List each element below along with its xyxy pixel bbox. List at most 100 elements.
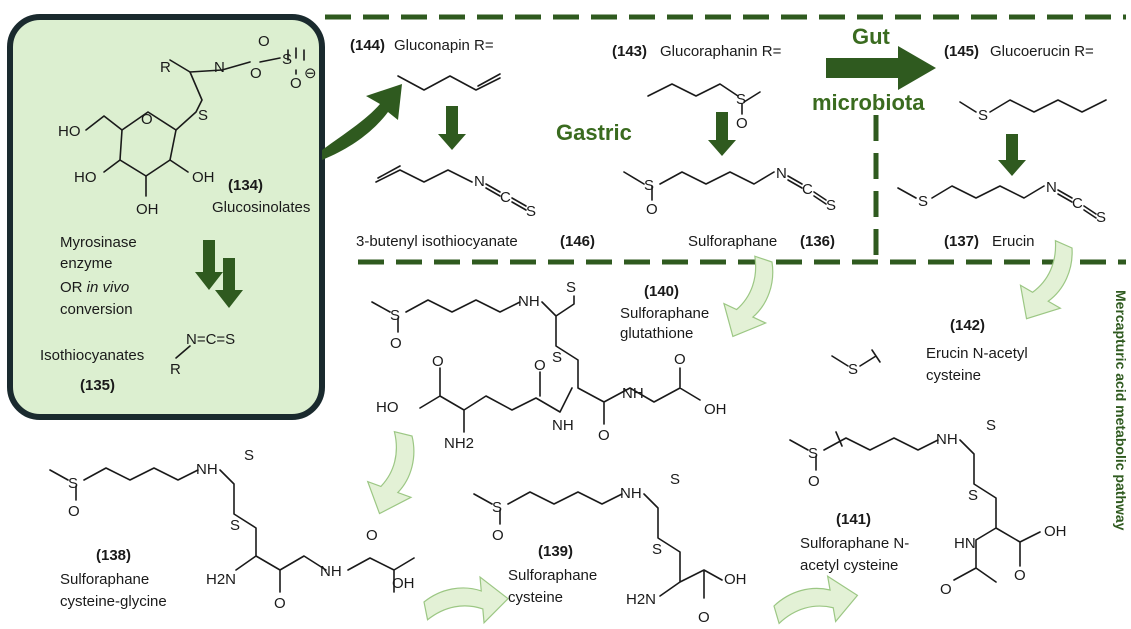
sfn-s2: S [826,197,836,214]
light-arrow-icon [358,426,432,523]
glucoraphanin-arrow-icon [708,112,736,156]
erucin-nac-number: (142) [950,317,985,334]
microbiota-label: microbiota [812,90,925,115]
sfn-cysgly-number: (138) [96,547,131,564]
gls-ho2: HO [74,169,97,186]
gls-oh3: OH [192,169,215,186]
sfn-nac-line1: Sulforaphane N- [800,535,909,552]
sfn-gsh-s-thione: S [566,279,576,296]
sfn-cysgly-o2: O [274,595,286,612]
sfn-nac-s: S [808,445,818,462]
sfn-gsh-s-thioether: S [552,349,562,366]
sfn-gsh-nh-amide: NH [552,417,574,434]
gls-ring-o: O [141,111,153,128]
erucin-chain [897,185,1045,199]
erucin-nac-line1: Erucin N-acetyl [926,345,1028,362]
sfn-nac-number: (141) [836,511,871,528]
enzyme-line3-prefix: OR [60,279,87,296]
sfn-cysgly-oh: OH [392,575,415,592]
glucosinolate-box [7,14,325,420]
gls-o-top: O [258,33,270,50]
butenyl-chain [375,165,473,183]
sfn-nac-s-thione: S [986,417,996,434]
region-borders [325,14,1126,265]
sfn-nac-line2: acetyl cysteine [800,557,898,574]
sfn-cys-o2: O [698,609,710,626]
itc-formula: N=C=S [186,331,235,348]
light-arrow-icon [712,250,791,348]
sfn-gsh-nh-gly: NH [622,385,644,402]
sfn-gsh-o2: O [534,357,546,374]
sfn-n: N [776,165,787,182]
isothiocyanate-structure [175,345,191,359]
gls-ho1: HO [58,123,81,140]
sfn-cysgly-line1: Sulforaphane [60,571,149,588]
erucin-nac-fragment [831,349,881,367]
sfn-cys-h2n: H2N [626,591,656,608]
erucin-n: N [1046,179,1057,196]
sfn-cysgly-s-thione: S [244,447,254,464]
sfn-s: S [644,177,654,194]
butenyl-name: 3-butenyl isothiocyanate [356,233,518,250]
pathway-label: Mercapturic acid metabolic pathway [1113,290,1129,531]
gls-s-sulfate: S [282,51,292,68]
sfn-gsh-number: (140) [644,283,679,300]
itc-r: R [170,361,181,378]
gastric-label: Gastric [556,120,632,145]
gut-label: Gut [852,24,891,49]
erucin-s2: S [1096,209,1106,226]
gls-o-bottom: O [290,75,302,92]
sfn-cys-line2: cysteine [508,589,563,606]
glucoerucin-number: (145) [944,43,979,60]
sfn-cysgly-o3: O [366,527,378,544]
sfn-cys-number: (139) [538,543,573,560]
gluconapin-name: Gluconapin R= [394,37,494,54]
sfn-cys-chain [473,491,723,599]
gls-s: S [198,107,208,124]
glucoraphanin-s: S [736,91,746,108]
sfn-gsh-line1: Sulforaphane [620,305,709,322]
gls-oh4: OH [136,201,159,218]
enzyme-line4: conversion [60,301,133,318]
sfn-gsh-nh: NH [518,293,540,310]
sfn-cys-s-thioether: S [652,541,662,558]
sfn-gsh-ho: HO [376,399,399,416]
box-exit-arrow-icon [322,84,402,160]
gls-o: O [250,65,262,82]
gut-arrow-icon [826,46,936,90]
sfn-cysgly-nh-amide: NH [320,563,342,580]
gls-r: R [160,59,171,76]
sfn-nac-o3: O [940,581,952,598]
glucoraphanin-name: Glucoraphanin R= [660,43,782,60]
sfn-number: (136) [800,233,835,250]
butenyl-n: N [474,173,485,190]
sfn-name: Sulforaphane [688,233,777,250]
enzyme-double-arrow-icon [195,240,243,308]
sfn-cysgly-chain [49,467,415,593]
glucoerucin-name: Glucoerucin R= [990,43,1094,60]
sfn-cysgly-s: S [68,475,78,492]
erucin-number: (137) [944,233,979,250]
sfn-gsh-o: O [390,335,402,352]
itc-name: Isothiocyanates [40,347,144,364]
sfn-nac-o2: O [1014,567,1026,584]
sfn-nac-chain [789,431,1041,583]
butenyl-s: S [526,203,536,220]
glucosinolate-structure [85,47,305,197]
sfn-gsh-o1: O [432,353,444,370]
sfn-cysgly-nh: NH [196,461,218,478]
sfn-cysgly-o: O [68,503,80,520]
glucoraphanin-o: O [736,115,748,132]
sfn-gsh-oh: OH [704,401,727,418]
enzyme-line2: enzyme [60,255,113,272]
enzyme-line3: OR in vivo [60,279,129,296]
itc-number: (135) [80,377,115,394]
sfn-c: C [802,181,813,198]
sfn-gsh-chain [371,295,701,433]
gls-n: N [214,59,225,76]
enzyme-line1: Myrosinase [60,234,137,251]
glucoerucin-arrow-icon [998,134,1026,176]
sfn-o: O [646,201,658,218]
gluconapin-chain [397,73,501,91]
